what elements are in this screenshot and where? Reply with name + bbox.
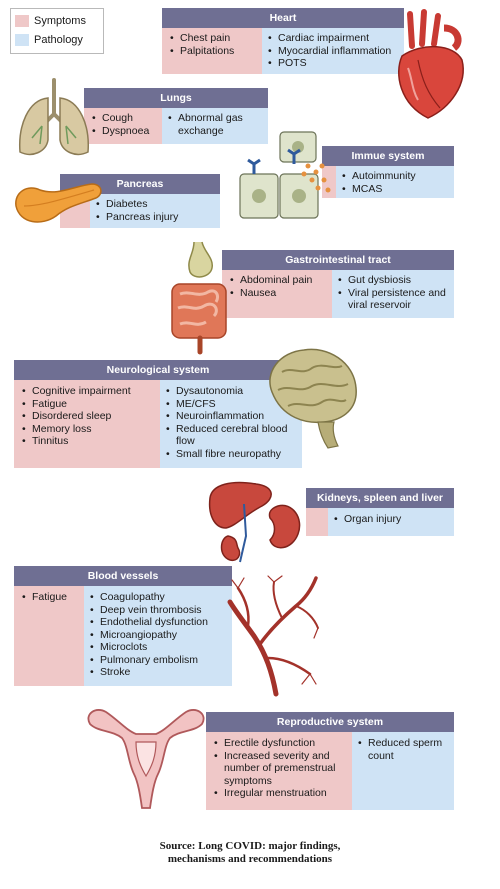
legend-symptoms-swatch bbox=[15, 15, 29, 27]
list-item: Cardiac impairment bbox=[266, 32, 400, 45]
list-item: Stroke bbox=[88, 666, 228, 679]
list-item: Dysautonomia bbox=[164, 385, 298, 398]
panel-immune-title: Immue system bbox=[322, 146, 454, 166]
source-line-2: mechanisms and recommendations bbox=[167, 853, 333, 865]
list-item: Abnormal gas exchange bbox=[166, 112, 264, 137]
list-item: Dyspnoea bbox=[90, 125, 160, 138]
panel-immune-pathology: AutoimmunityMCAS bbox=[336, 166, 454, 198]
list-item: Microclots bbox=[88, 641, 228, 654]
panel-kidneys-symptoms bbox=[306, 508, 328, 536]
panel-kidneys: Kidneys, spleen and liver Organ injury bbox=[306, 488, 454, 536]
list-item: Nausea bbox=[228, 287, 330, 300]
list-item: Cough bbox=[90, 112, 160, 125]
legend-symptoms-label: Symptoms bbox=[34, 15, 86, 27]
list-item: POTS bbox=[266, 57, 400, 70]
panel-heart-symptoms: Chest painPalpitations bbox=[162, 28, 262, 74]
list-item: Gut dysbiosis bbox=[336, 274, 450, 287]
list-item: Diabetes bbox=[94, 198, 216, 211]
panel-lungs-pathology: Abnormal gas exchange bbox=[162, 108, 268, 144]
kidney-spleen-liver-icon bbox=[208, 481, 301, 563]
panel-neuro-title: Neurological system bbox=[14, 360, 302, 380]
source-caption: Source: Long COVID: major findings, mech… bbox=[0, 840, 500, 866]
panel-repro-title: Reproductive system bbox=[206, 712, 454, 732]
panel-immune: Immue system AutoimmunityMCAS bbox=[322, 146, 454, 198]
list-item: Disordered sleep bbox=[20, 410, 158, 423]
immune-cells-icon bbox=[239, 131, 331, 219]
gi-tract-icon bbox=[171, 241, 227, 355]
list-item: Autoimmunity bbox=[340, 170, 450, 183]
list-item: Tinnitus bbox=[20, 435, 158, 448]
panel-repro-symptoms: Erectile dysfunctionIncreased severity a… bbox=[206, 732, 352, 810]
panel-vessels: Blood vessels Fatigue CoagulopathyDeep v… bbox=[14, 566, 232, 686]
panel-gi-symptoms: Abdominal painNausea bbox=[222, 270, 332, 318]
panel-pancreas-pathology: DiabetesPancreas injury bbox=[90, 194, 220, 228]
list-item: Deep vein thrombosis bbox=[88, 604, 228, 617]
legend-pathology-swatch bbox=[15, 34, 29, 46]
heart-icon bbox=[398, 9, 464, 119]
panel-repro-pathology: Reduced sperm count bbox=[352, 732, 454, 810]
list-item: Chest pain bbox=[168, 32, 258, 45]
list-item: Pancreas injury bbox=[94, 211, 216, 224]
list-item: Organ injury bbox=[332, 513, 450, 526]
source-line-1: Source: Long COVID: major findings, bbox=[159, 840, 341, 852]
list-item: Pulmonary embolism bbox=[88, 654, 228, 667]
blood-vessels-icon bbox=[227, 575, 319, 697]
list-item: Small fibre neuropathy bbox=[164, 448, 298, 461]
legend-pathology: Pathology bbox=[15, 32, 83, 48]
list-item: Viral persistence and viral reservoir bbox=[336, 287, 450, 312]
list-item: Fatigue bbox=[20, 591, 82, 604]
panel-gi: Gastrointestinal tract Abdominal painNau… bbox=[222, 250, 454, 318]
legend: Symptoms Pathology bbox=[10, 8, 104, 54]
list-item: Microangiopathy bbox=[88, 629, 228, 642]
panel-repro: Reproductive system Erectile dysfunction… bbox=[206, 712, 454, 810]
list-item: Erectile dysfunction bbox=[212, 737, 350, 750]
panel-heart-title: Heart bbox=[162, 8, 404, 28]
panel-kidneys-title: Kidneys, spleen and liver bbox=[306, 488, 454, 508]
panel-kidneys-pathology: Organ injury bbox=[328, 508, 454, 536]
panel-lungs-symptoms: CoughDyspnoea bbox=[84, 108, 162, 144]
panel-vessels-title: Blood vessels bbox=[14, 566, 232, 586]
uterus-icon bbox=[87, 709, 205, 809]
list-item: Endothelial dysfunction bbox=[88, 616, 228, 629]
panel-gi-pathology: Gut dysbiosisViral persistence and viral… bbox=[332, 270, 454, 318]
panel-lungs: Lungs CoughDyspnoea Abnormal gas exchang… bbox=[84, 88, 268, 144]
lungs-icon bbox=[19, 78, 89, 156]
list-item: Memory loss bbox=[20, 423, 158, 436]
legend-symptoms: Symptoms bbox=[15, 13, 86, 29]
list-item: MCAS bbox=[340, 183, 450, 196]
list-item: Fatigue bbox=[20, 398, 158, 411]
panel-lungs-title: Lungs bbox=[84, 88, 268, 108]
panel-heart: Heart Chest painPalpitations Cardiac imp… bbox=[162, 8, 404, 74]
list-item: ME/CFS bbox=[164, 398, 298, 411]
panel-heart-pathology: Cardiac impairmentMyocardial inflammatio… bbox=[262, 28, 404, 74]
list-item: Cognitive impairment bbox=[20, 385, 158, 398]
list-item: Neuroinflammation bbox=[164, 410, 298, 423]
panel-gi-title: Gastrointestinal tract bbox=[222, 250, 454, 270]
brain-icon bbox=[269, 348, 357, 449]
list-item: Reduced cerebral blood flow bbox=[164, 423, 298, 448]
list-item: Increased severity and number of premens… bbox=[212, 750, 350, 788]
list-item: Palpitations bbox=[168, 45, 258, 58]
pancreas-icon bbox=[15, 183, 102, 223]
list-item: Abdominal pain bbox=[228, 274, 330, 287]
list-item: Myocardial inflammation bbox=[266, 45, 400, 58]
list-item: Irregular menstruation bbox=[212, 787, 350, 800]
panel-vessels-pathology: CoagulopathyDeep vein thrombosisEndothel… bbox=[84, 586, 232, 686]
list-item: Coagulopathy bbox=[88, 591, 228, 604]
list-item: Reduced sperm count bbox=[356, 737, 450, 762]
legend-pathology-label: Pathology bbox=[34, 34, 83, 46]
panel-neuro-symptoms: Cognitive impairmentFatigueDisordered sl… bbox=[14, 380, 160, 468]
panel-vessels-symptoms: Fatigue bbox=[14, 586, 84, 686]
